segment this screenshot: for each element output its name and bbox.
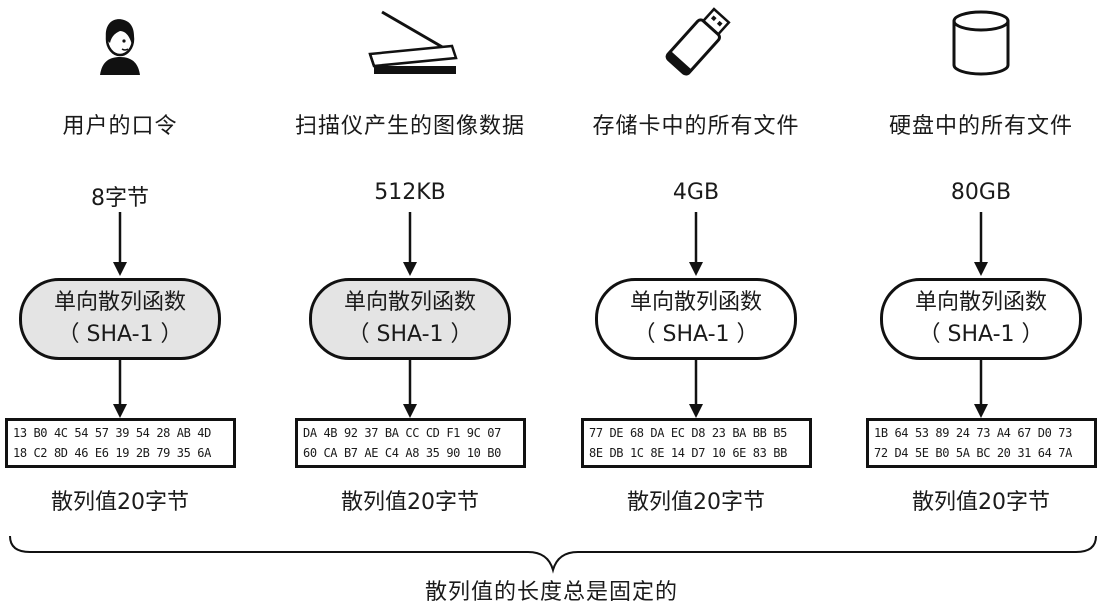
arrow-down-icon bbox=[0, 212, 250, 276]
function-name: 单向散列函数 bbox=[629, 290, 762, 315]
arrow-down-icon bbox=[851, 212, 1103, 276]
column-user-password: 用户的口令 8字节 单向散列函数 （ SHA-1 ） 13 B0 4C 54 5… bbox=[0, 0, 250, 540]
hash-line: 1B 64 53 89 24 73 A4 67 D0 73 bbox=[874, 426, 1072, 440]
hash-line: 77 DE 68 DA EC D8 23 BA BB B5 bbox=[589, 426, 787, 440]
hash-function-box: 单向散列函数 （ SHA-1 ） bbox=[595, 278, 797, 360]
hash-value-box: 1B 64 53 89 24 73 A4 67 D0 73 72 D4 5E B… bbox=[866, 418, 1097, 468]
person-icon bbox=[0, 6, 250, 82]
arrow-down-icon bbox=[0, 360, 250, 418]
hash-caption: 散列值20字节 bbox=[51, 490, 189, 515]
hash-function-box: 单向散列函数 （ SHA-1 ） bbox=[309, 278, 511, 360]
usb-drive-icon bbox=[566, 6, 826, 82]
function-name: 单向散列函数 bbox=[53, 290, 186, 315]
arrow-down-icon bbox=[566, 212, 826, 276]
column-hard-disk: 硬盘中的所有文件 80GB 单向散列函数 （ SHA-1 ） 1B 64 53 … bbox=[851, 0, 1103, 540]
hash-line: 13 B0 4C 54 57 39 54 28 AB 4D bbox=[13, 426, 211, 440]
function-algorithm: （ SHA-1 ） bbox=[918, 322, 1044, 347]
data-size-label: 80GB bbox=[950, 180, 1012, 205]
arrow-down-icon bbox=[280, 360, 540, 418]
data-size-label: 4GB bbox=[672, 180, 720, 205]
hash-line: 72 D4 5E B0 5A BC 20 31 64 7A bbox=[874, 446, 1072, 460]
hash-value-box: 13 B0 4C 54 57 39 54 28 AB 4D 18 C2 8D 4… bbox=[5, 418, 236, 468]
hash-value-box: 77 DE 68 DA EC D8 23 BA BB B5 8E DB 1C 8… bbox=[581, 418, 812, 468]
arrow-down-icon bbox=[566, 360, 826, 418]
hash-caption: 散列值20字节 bbox=[627, 490, 765, 515]
hash-line: DA 4B 92 37 BA CC CD F1 9C 07 bbox=[303, 426, 501, 440]
source-label: 用户的口令 bbox=[62, 114, 178, 139]
arrow-down-icon bbox=[280, 212, 540, 276]
function-name: 单向散列函数 bbox=[343, 290, 476, 315]
arrow-down-icon bbox=[851, 360, 1103, 418]
column-scanner-image: 扫描仪产生的图像数据 512KB 单向散列函数 （ SHA-1 ） DA 4B … bbox=[280, 0, 540, 540]
function-algorithm: （ SHA-1 ） bbox=[347, 322, 473, 347]
source-label: 扫描仪产生的图像数据 bbox=[294, 114, 525, 139]
scanner-icon bbox=[280, 6, 540, 82]
hash-line: 8E DB 1C 8E 14 D7 10 6E 83 BB bbox=[589, 446, 787, 460]
data-size-label: 8字节 bbox=[91, 186, 149, 211]
hash-function-box: 单向散列函数 （ SHA-1 ） bbox=[19, 278, 221, 360]
hash-function-box: 单向散列函数 （ SHA-1 ） bbox=[880, 278, 1082, 360]
hard-disk-icon bbox=[851, 6, 1103, 82]
source-label: 存储卡中的所有文件 bbox=[592, 114, 800, 139]
curly-brace-icon bbox=[9, 535, 1097, 574]
column-memory-card: 存储卡中的所有文件 4GB 单向散列函数 （ SHA-1 ） 77 DE 68 … bbox=[566, 0, 826, 540]
function-algorithm: （ SHA-1 ） bbox=[633, 322, 759, 347]
conclusion-text: 散列值的长度总是固定的 bbox=[424, 580, 678, 605]
hash-value-box: DA 4B 92 37 BA CC CD F1 9C 07 60 CA B7 A… bbox=[295, 418, 526, 468]
hash-line: 60 CA B7 AE C4 A8 35 90 10 B0 bbox=[303, 446, 501, 460]
hash-line: 18 C2 8D 46 E6 19 2B 79 35 6A bbox=[13, 446, 211, 460]
hash-caption: 散列值20字节 bbox=[912, 490, 1050, 515]
function-algorithm: （ SHA-1 ） bbox=[57, 322, 183, 347]
function-name: 单向散列函数 bbox=[914, 290, 1047, 315]
hash-caption: 散列值20字节 bbox=[341, 490, 479, 515]
source-label: 硬盘中的所有文件 bbox=[888, 114, 1073, 139]
data-size-label: 512KB bbox=[374, 180, 446, 205]
